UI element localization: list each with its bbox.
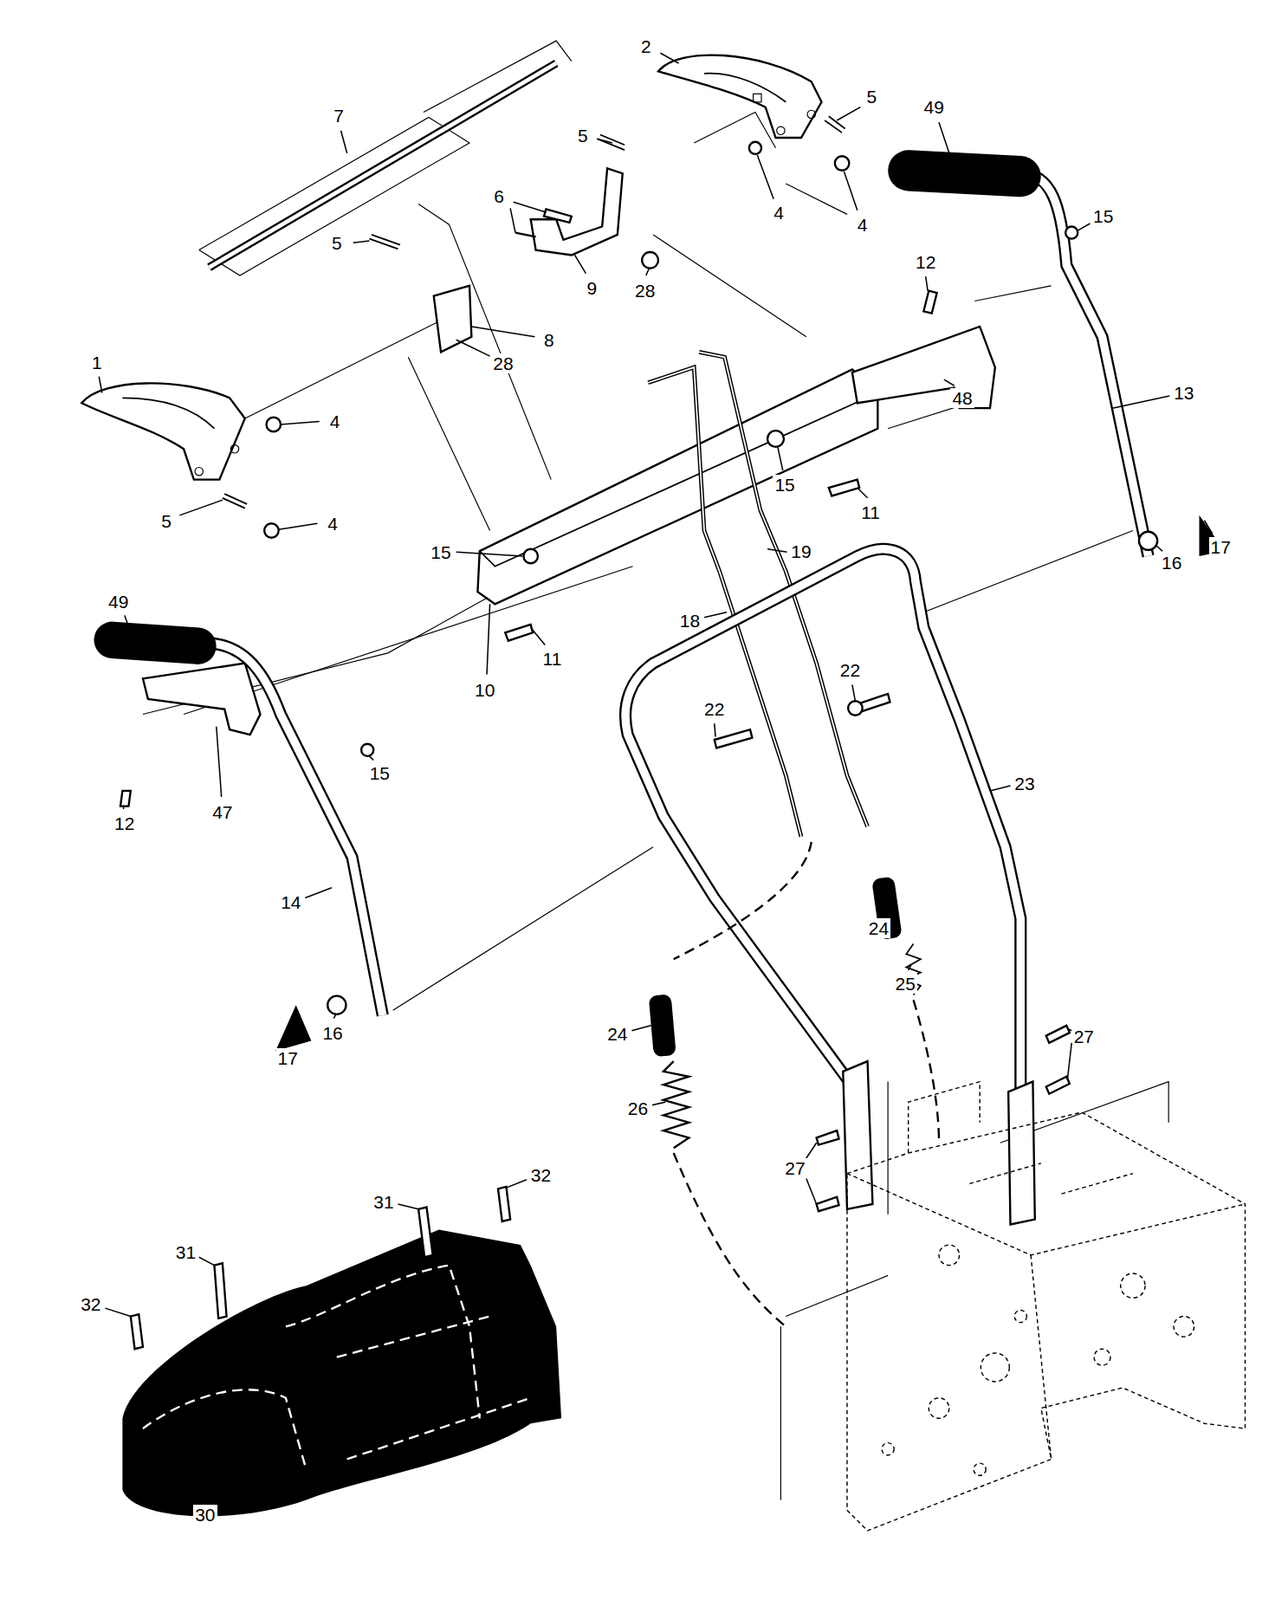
callout-number: 5 [864, 86, 879, 107]
callout-number: 11 [541, 648, 564, 669]
callout-number: 5 [330, 233, 344, 253]
callout-number: 10 [472, 679, 497, 700]
callout-number: 31 [174, 1242, 198, 1263]
callout-number: 26 [626, 1098, 650, 1119]
callout-number: 7 [331, 105, 346, 126]
callout-number: 4 [328, 411, 343, 432]
callout-number: 30 [193, 1504, 217, 1525]
callout-number: 9 [585, 278, 600, 298]
callout-number: 5 [159, 511, 174, 531]
callout-number: 49 [921, 97, 945, 117]
callout-number: 48 [950, 388, 974, 408]
callout-number: 1 [90, 352, 104, 373]
callout-number: 14 [278, 892, 303, 913]
callout-number: 13 [1171, 382, 1196, 403]
callout-number: 12 [112, 813, 136, 834]
callout-number: 15 [368, 763, 392, 784]
callout-number: 6 [491, 186, 506, 207]
callout-number: 24 [867, 918, 891, 939]
callout-number: 32 [78, 1294, 103, 1314]
callout-number: 17 [1209, 537, 1233, 557]
callout-number: 15 [772, 474, 797, 495]
callout-number: 28 [633, 280, 657, 301]
callout-number: 32 [529, 1165, 553, 1185]
callout-number: 22 [702, 699, 726, 719]
callout-number: 27 [1072, 1026, 1096, 1047]
callout-number: 15 [428, 542, 453, 563]
callout-number: 31 [371, 1191, 395, 1212]
callout-number: 22 [838, 660, 862, 680]
callout-number: 24 [605, 1023, 629, 1044]
callout-number: 17 [276, 1048, 300, 1068]
callout-number: 4 [325, 513, 340, 534]
callout-number: 5 [576, 125, 590, 146]
callout-number: 23 [1012, 773, 1036, 794]
callout-number: 25 [893, 973, 917, 994]
callout-number: 49 [106, 591, 130, 612]
callout-number: 16 [320, 1022, 344, 1043]
callout-number: 12 [913, 252, 938, 272]
callout-number: 28 [491, 353, 515, 374]
callout-number: 18 [678, 610, 702, 631]
callout-number: 2 [639, 36, 654, 57]
callout-number: 15 [1091, 206, 1115, 227]
callout-number: 4 [855, 214, 870, 235]
callout-number: 47 [210, 802, 234, 822]
callout-number: 11 [859, 502, 882, 523]
callout-number: 4 [771, 202, 786, 223]
callout-number: 27 [783, 1158, 807, 1178]
callout-number: 16 [1159, 552, 1184, 573]
callout-number: 19 [789, 541, 813, 562]
callout-number: 8 [542, 330, 557, 350]
